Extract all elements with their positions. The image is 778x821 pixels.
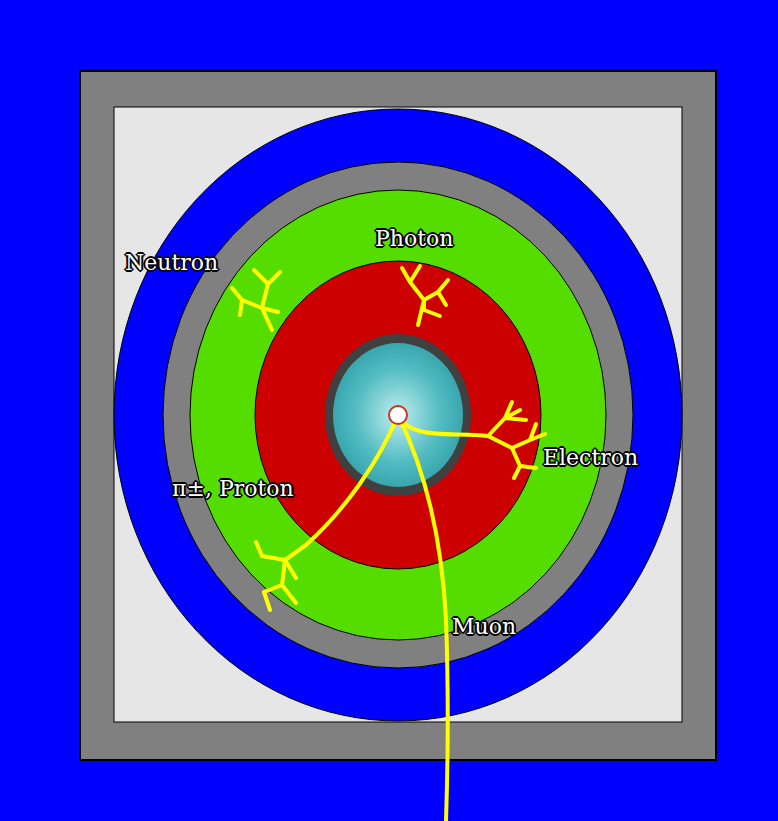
outer-frame [80,71,716,760]
tracker-core [333,343,463,487]
photon-shower [402,266,448,325]
particle-label: Photon [375,228,453,250]
neutron-shower [232,270,280,330]
particle-label: Neutron [125,252,218,274]
muon-track [398,415,448,821]
hadron-calorimeter [190,190,606,640]
hadron-shower [256,542,306,610]
solenoid-ring [325,334,471,496]
em-calorimeter [255,261,541,569]
electron-shower [488,402,545,478]
particle-label: π±, Proton [172,478,294,500]
particle-label: Electron [543,447,638,469]
collision-point [389,406,407,424]
muon-chamber [114,109,682,721]
particle-label: Muon [452,616,516,638]
inner-field [114,107,682,722]
magnet-coil [163,162,633,668]
pion-track [306,415,398,545]
particle-tracks [232,266,545,821]
